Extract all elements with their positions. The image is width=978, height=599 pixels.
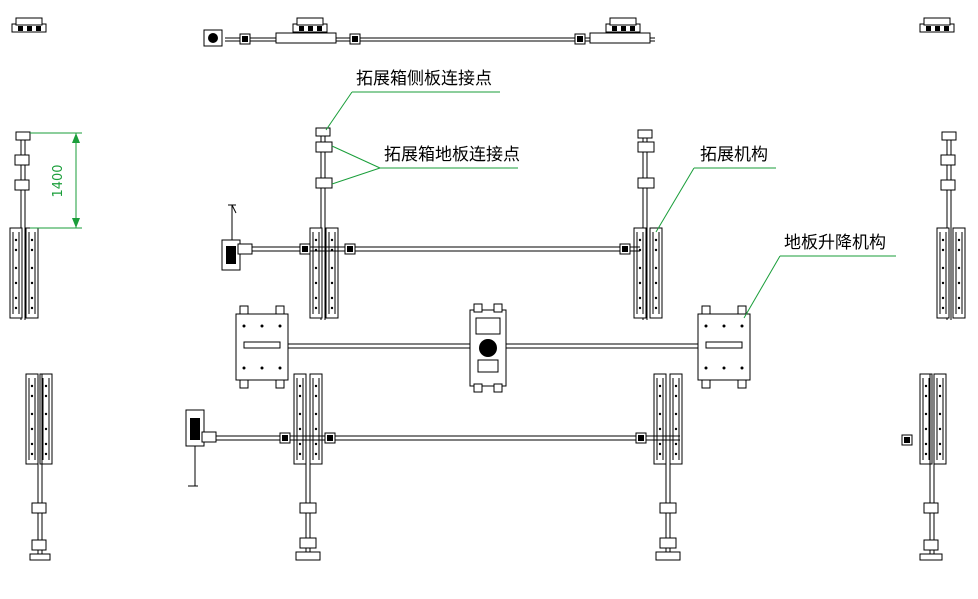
floor-lift-assembly — [235, 303, 751, 393]
dimension-marker: 1400 — [30, 132, 82, 229]
callout-floor-lift-mechanism: 地板升降机构 — [743, 233, 896, 319]
callout-floor-panel-connection: 拓展箱地板连接点 — [331, 145, 520, 185]
top-edge-assembly — [11, 17, 955, 47]
dimension-value: 1400 — [51, 164, 66, 197]
label-floor-lift-mechanism: 地板升降机构 — [784, 233, 886, 253]
callout-expansion-mechanism: 拓展机构 — [655, 145, 776, 233]
lower-expansion-assembly — [185, 373, 683, 561]
label-expansion-mechanism: 拓展机构 — [700, 145, 768, 165]
upper-expansion-assembly — [221, 127, 663, 320]
left-edge-column — [9, 131, 53, 561]
callout-side-panel-connection: 拓展箱侧板连接点 — [325, 69, 500, 131]
label-side-panel-connection: 拓展箱侧板连接点 — [356, 69, 492, 89]
right-edge-column — [901, 131, 966, 561]
label-floor-panel-connection: 拓展箱地板连接点 — [384, 145, 520, 165]
